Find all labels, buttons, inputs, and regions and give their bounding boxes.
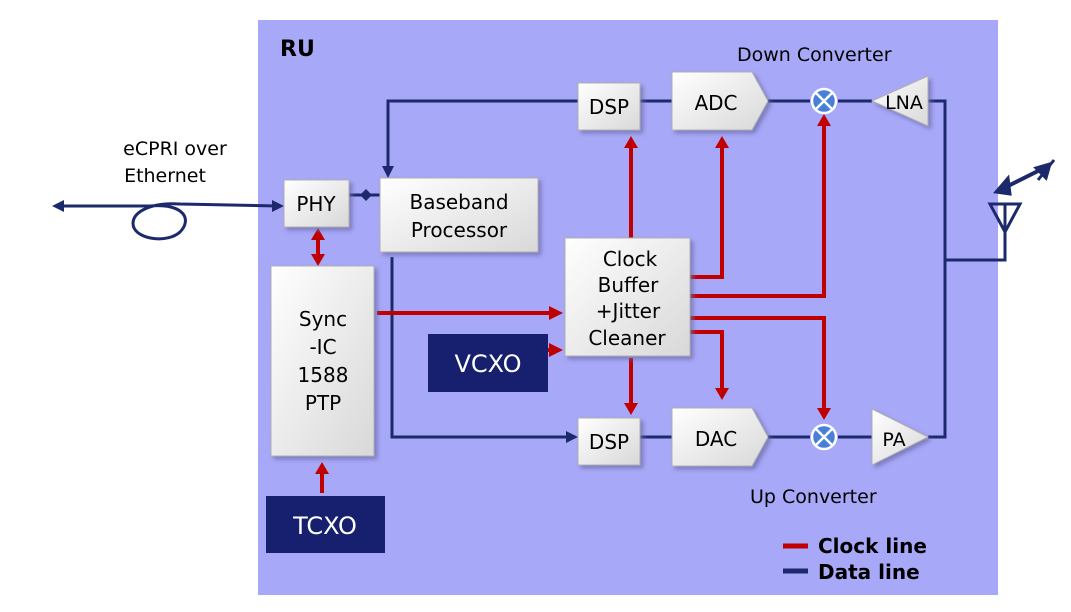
sync-ic-block: [270, 265, 375, 457]
sync-label-4: PTP: [305, 391, 341, 415]
ecpri-label-2: Ethernet: [124, 165, 206, 187]
baseband-label-1: Baseband: [409, 190, 508, 214]
ru-title: RU: [280, 37, 315, 62]
vcxo-block: [428, 334, 548, 392]
phy-bb-diamond: [360, 189, 372, 201]
mixer-icon: [810, 87, 838, 115]
phy-label: PHY: [296, 192, 336, 216]
rx-data-line: [386, 99, 578, 172]
dsp-bottom-block: [577, 417, 641, 466]
clock-arrowheads: [311, 114, 831, 474]
dsp-top-label: DSP: [589, 95, 629, 119]
baseband-processor-block: [379, 177, 539, 253]
tx-data-line: [390, 257, 570, 439]
clock-label-2: Buffer: [598, 273, 659, 297]
tcxo-label: TCXO: [292, 512, 357, 540]
dac-block: [671, 407, 769, 467]
adc-label: ADC: [694, 91, 737, 115]
adc-block: [671, 71, 769, 131]
ethernet-line: [58, 202, 279, 241]
dsp-bottom-label: DSP: [589, 430, 629, 454]
dac-label: DAC: [695, 427, 737, 451]
ecpri-label-1: eCPRI over: [123, 138, 227, 160]
sync-label-1: Sync: [299, 307, 347, 331]
baseband-label-2: Processor: [411, 218, 508, 242]
lna-block: [870, 75, 929, 127]
ethernet-arrow-left: [52, 200, 64, 212]
mixer-icon: [810, 423, 838, 451]
tcxo-block: [266, 496, 385, 553]
phy-block: [283, 179, 350, 228]
data-lines: [58, 99, 1007, 439]
vcxo-label: VCXO: [455, 350, 522, 378]
antenna-icon: [987, 159, 1056, 236]
clock-lines: [316, 124, 826, 493]
down-converter-label: Down Converter: [737, 44, 892, 66]
up-converter-label: Up Converter: [750, 486, 877, 508]
baseband-arrow: [382, 166, 394, 178]
sync-label-3: 1588: [298, 363, 349, 387]
clock-label-1: Clock: [603, 247, 658, 271]
legend-data-label: Data line: [818, 560, 920, 584]
legend-clock-label: Clock line: [818, 534, 927, 558]
tx-dsp-arrow: [566, 431, 578, 443]
sync-label-2: -IC: [309, 335, 336, 359]
clock-label-4: Cleaner: [588, 326, 666, 350]
ethernet-arrow-right: [272, 200, 284, 212]
clock-buffer-block: [564, 237, 691, 357]
dsp-top-block: [577, 82, 641, 131]
lna-label: LNA: [885, 92, 923, 114]
clock-label-3: +Jitter: [596, 299, 661, 323]
pa-label: PA: [882, 429, 905, 451]
legend: Clock line Data line: [783, 534, 927, 584]
pa-block: [871, 408, 930, 466]
